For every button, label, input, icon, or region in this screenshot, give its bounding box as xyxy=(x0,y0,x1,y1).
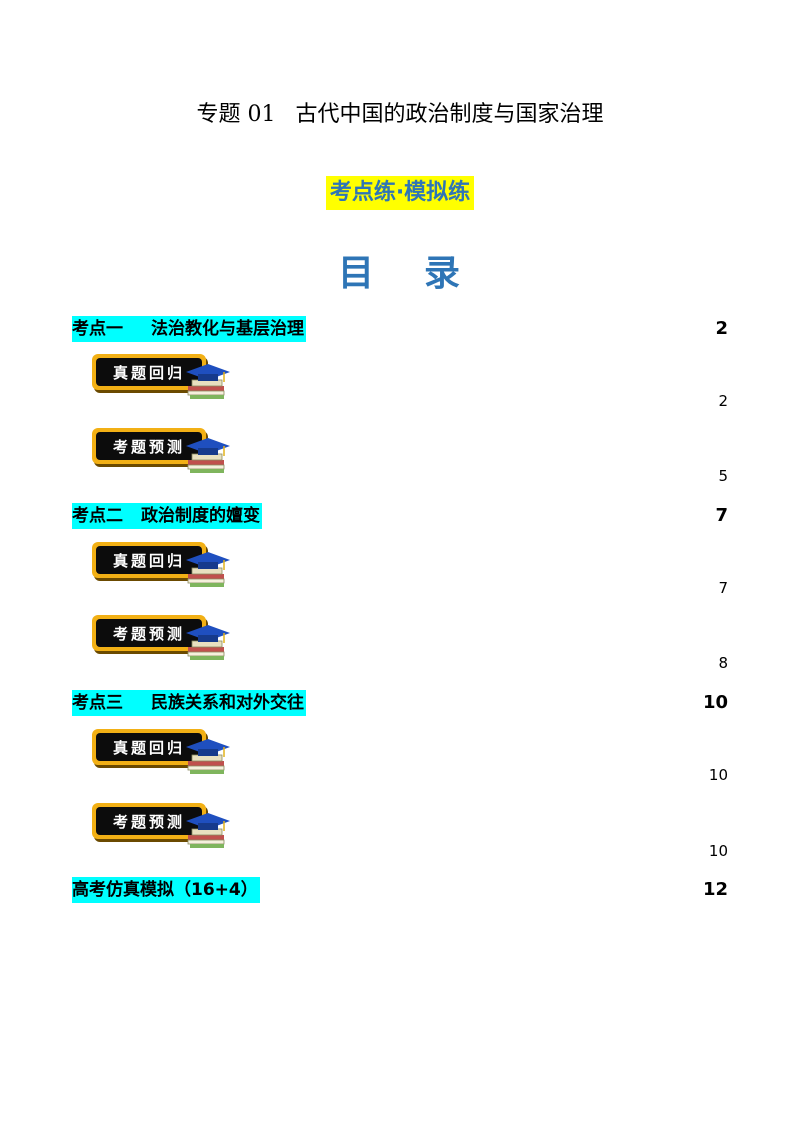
title-text: 古代中国的政治制度与国家治理 xyxy=(295,102,604,127)
toc-heading: 目录 xyxy=(0,244,800,296)
section-label[interactable]: 考点二政治制度的嬗变 xyxy=(72,503,262,529)
item-page-number: 10 xyxy=(708,766,728,784)
section-page-number: 2 xyxy=(715,318,728,339)
section-prefix: 考点二 xyxy=(72,506,123,526)
item-page-number: 7 xyxy=(718,579,728,597)
toc-heading-right: 录 xyxy=(424,253,463,294)
graduation-cap-books-icon xyxy=(186,364,230,399)
toc-heading-left: 目 xyxy=(337,253,376,294)
item-page-number: 5 xyxy=(718,467,728,485)
graduation-cap-books-icon xyxy=(186,625,230,660)
item-page-number: 10 xyxy=(708,842,728,860)
subtitle-row: 考点练·模拟练 xyxy=(0,176,800,210)
title-number: 专题 01 xyxy=(196,102,276,127)
item-page-number: 8 xyxy=(718,654,728,672)
section-title: 政治制度的嬗变 xyxy=(141,506,260,526)
badge-kaoti-yuce[interactable]: 考题预测 xyxy=(92,426,234,473)
section-page-number: 12 xyxy=(702,879,728,900)
item-page-number: 2 xyxy=(718,392,728,410)
toc-section-1[interactable]: 考点一 法治教化与基层治理 2 xyxy=(72,316,728,342)
section-prefix: 考点三 xyxy=(72,693,123,713)
subtitle: 考点练·模拟练 xyxy=(325,176,475,210)
badge-label: 真题回归 xyxy=(112,738,185,757)
badge-zhenti-huigui[interactable]: 真题回归 xyxy=(92,352,234,399)
badge-kaoti-yuce[interactable]: 考题预测 xyxy=(92,801,234,848)
badge-zhenti-huigui[interactable]: 真题回归 xyxy=(92,727,234,774)
badge-label: 考题预测 xyxy=(112,624,185,643)
section-label[interactable]: 考点一 法治教化与基层治理 xyxy=(72,316,306,342)
section-label[interactable]: 高考仿真模拟（16+4） xyxy=(72,877,260,903)
graduation-cap-books-icon xyxy=(186,739,230,774)
graduation-cap-books-icon xyxy=(186,438,230,473)
graduation-cap-books-icon xyxy=(186,552,230,587)
section-title: 民族关系和对外交往 xyxy=(151,693,304,713)
document-title: 专题 01 古代中国的政治制度与国家治理 xyxy=(0,96,800,128)
badge-zhenti-huigui[interactable]: 真题回归 xyxy=(92,540,234,587)
section-title: 法治教化与基层治理 xyxy=(151,319,304,339)
badge-label: 真题回归 xyxy=(112,363,185,382)
toc-section-3[interactable]: 考点三 民族关系和对外交往 10 xyxy=(72,690,728,716)
badge-label: 考题预测 xyxy=(112,812,185,831)
section-page-number: 10 xyxy=(702,692,728,713)
badge-kaoti-yuce[interactable]: 考题预测 xyxy=(92,613,234,660)
section-prefix: 考点一 xyxy=(72,319,123,339)
badge-label: 真题回归 xyxy=(112,551,185,570)
section-label[interactable]: 考点三 民族关系和对外交往 xyxy=(72,690,306,716)
graduation-cap-books-icon xyxy=(186,813,230,848)
toc-section-2[interactable]: 考点二政治制度的嬗变 7 xyxy=(72,503,728,529)
badge-label: 考题预测 xyxy=(112,437,185,456)
toc-section-final[interactable]: 高考仿真模拟（16+4） 12 xyxy=(72,877,728,903)
section-page-number: 7 xyxy=(715,505,728,526)
